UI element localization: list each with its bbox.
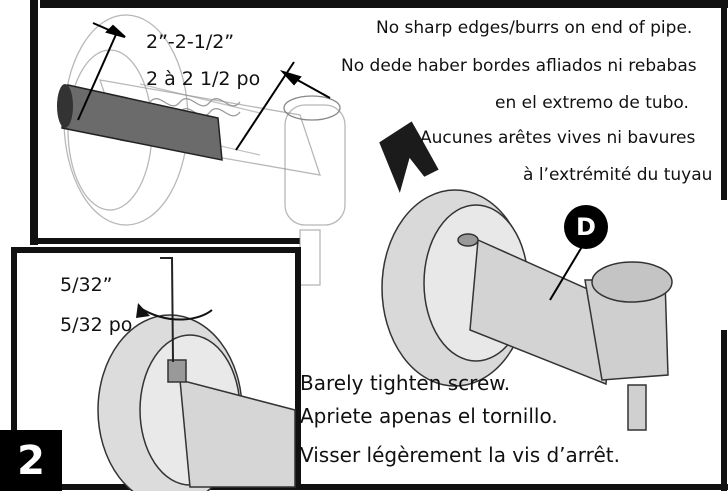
hex-key-size-fr: 5/32 po bbox=[60, 314, 133, 336]
dimension-lines bbox=[77, 22, 331, 151]
pipe-stub bbox=[57, 84, 223, 161]
note-no-burrs-fr-line2: à l’extrémité du tuyau bbox=[523, 165, 713, 185]
direction-arrow-icon bbox=[376, 118, 442, 200]
step-number-badge: 2 bbox=[0, 430, 62, 491]
note-no-burrs-en: No sharp edges/burrs on end of pipe. bbox=[376, 18, 693, 38]
pipe-length-imperial: 2”-2-1/2” bbox=[146, 31, 235, 53]
inset-spout-drawing bbox=[97, 314, 296, 491]
hex-key-size-imperial: 5/32” bbox=[60, 274, 113, 296]
instruction-frame bbox=[298, 330, 728, 491]
instruction-tighten-fr: Visser légèrement la vis d’arrêt. bbox=[300, 443, 620, 467]
note-no-burrs-es-line2: en el extremo de tubo. bbox=[495, 93, 689, 113]
note-no-burrs-fr-line1: Aucunes arêtes vives ni bavures bbox=[420, 128, 696, 148]
tub-spout-drawing bbox=[381, 189, 673, 431]
top-panel-frame bbox=[30, 0, 728, 245]
instruction-tighten-es: Apriete apenas el tornillo. bbox=[300, 404, 558, 428]
rotation-arrow-icon bbox=[136, 303, 213, 321]
callout-leader bbox=[549, 244, 584, 301]
instruction-tighten-en: Barely tighten screw. bbox=[300, 371, 511, 395]
pipe-length-fr: 2 à 2 1/2 po bbox=[146, 68, 261, 90]
allen-key-icon bbox=[160, 257, 174, 363]
part-callout-badge: D bbox=[564, 205, 608, 249]
note-no-burrs-es-line1: No dede haber bordes afliados ni rebabas bbox=[341, 56, 697, 76]
